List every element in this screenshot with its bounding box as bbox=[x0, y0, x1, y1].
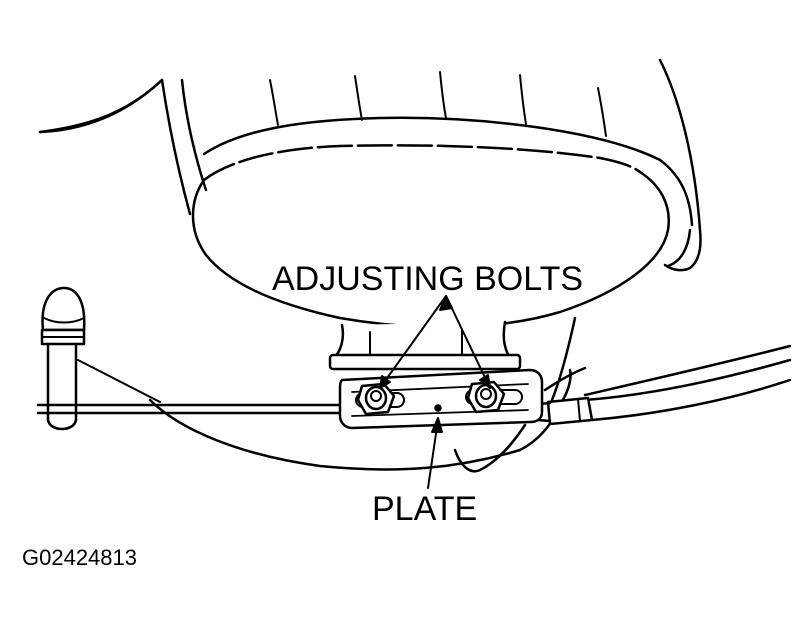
figure-id-label: G02424813 bbox=[22, 545, 137, 570]
adjusting-bolt-left bbox=[356, 382, 396, 416]
adjusting-bolts-leaders bbox=[379, 295, 491, 389]
plate-leader bbox=[427, 417, 443, 489]
shift-cable bbox=[536, 344, 792, 426]
shift-lever bbox=[40, 286, 161, 431]
linkage-rod bbox=[36, 403, 347, 415]
plate-label: PLATE bbox=[372, 490, 478, 528]
mounting-block bbox=[328, 320, 522, 371]
adjusting-bolt-right bbox=[466, 380, 506, 414]
adjusting-bolts-label: ADJUSTING BOLTS bbox=[272, 260, 584, 298]
